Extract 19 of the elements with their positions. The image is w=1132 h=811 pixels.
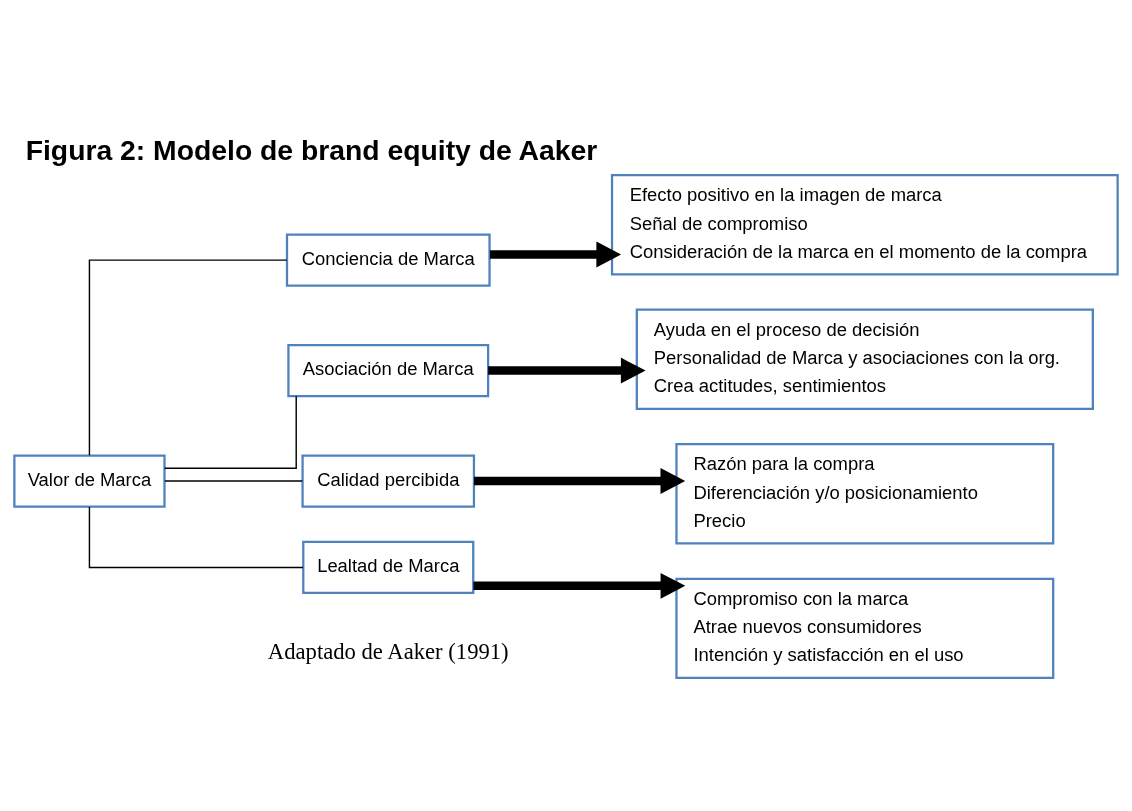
node-box: Valor de Marca (13, 453, 166, 508)
node-box: Lealtad de Marca (302, 540, 475, 594)
arrow (488, 357, 646, 384)
arrow (473, 572, 686, 599)
arrow (474, 467, 686, 494)
node-box: Ayuda en el proceso de decisión Personalidad de Marca y asociaciones con la org. Crea actitudes, sentimientos (635, 308, 1094, 410)
arrow (489, 240, 622, 267)
connector (164, 479, 303, 482)
node-box: Calidad percibida (301, 453, 476, 508)
diagram-title: Figura 2: Modelo de brand equity de Aaker (25, 133, 598, 166)
connector (88, 258, 288, 456)
connector (88, 505, 304, 568)
node-box: Compromiso con la marca Atrae nuevos consumidores Intención y satisfacción en el uso (675, 577, 1055, 679)
caption: Adaptado de Aaker (1991) (267, 638, 509, 664)
connector (163, 395, 297, 469)
node-box: Asociación de Marca (287, 343, 490, 397)
node-box: Conciencia de Marca (285, 233, 491, 287)
node-box: Razón para la compra Diferenciación y/o posicionamiento Precio (675, 442, 1055, 544)
node-box: Efecto positivo en la imagen de marca Señal de compromiso Consideración de la marca en el momento de la compra (610, 173, 1119, 275)
